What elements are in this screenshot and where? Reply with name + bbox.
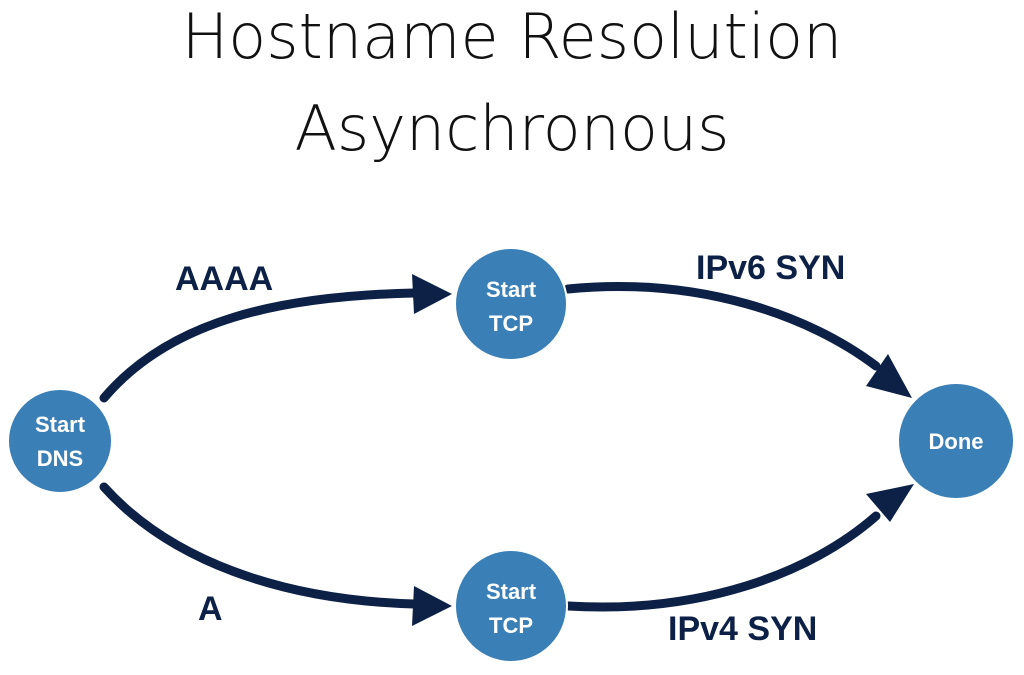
label-ipv6-syn: IPv6 SYN <box>696 249 845 287</box>
node-start-dns: Start DNS <box>7 388 113 494</box>
node-start-tcp-bottom-line2: TCP <box>489 613 533 638</box>
title-line-1: Hostname Resolution <box>181 0 843 73</box>
edge-a <box>99 482 419 609</box>
arrowhead-a <box>412 586 452 626</box>
title-line-2: Asynchronous <box>294 92 730 165</box>
edge-aaaa <box>99 288 419 403</box>
node-start-dns-line2: DNS <box>37 446 83 471</box>
node-start-tcp-top-line2: TCP <box>489 311 533 336</box>
node-start-tcp-top-line1: Start <box>486 277 537 302</box>
node-start-tcp-top: Start TCP <box>454 247 568 361</box>
node-done: Done <box>897 382 1015 500</box>
label-aaaa: AAAA <box>175 260 273 298</box>
arrowhead-aaaa <box>412 274 452 314</box>
node-start-dns-line1: Start <box>35 412 86 437</box>
node-start-tcp-bottom-line1: Start <box>486 579 537 604</box>
edge-ipv6-syn <box>563 282 881 371</box>
label-a: A <box>198 590 223 628</box>
edge-ipv4-syn <box>563 511 881 612</box>
arrowhead-ipv4-syn <box>866 484 914 522</box>
node-start-tcp-bottom: Start TCP <box>454 549 568 663</box>
label-ipv4-syn: IPv4 SYN <box>668 610 817 648</box>
node-done-label: Done <box>929 429 984 454</box>
arrowhead-ipv6-syn <box>866 354 912 398</box>
